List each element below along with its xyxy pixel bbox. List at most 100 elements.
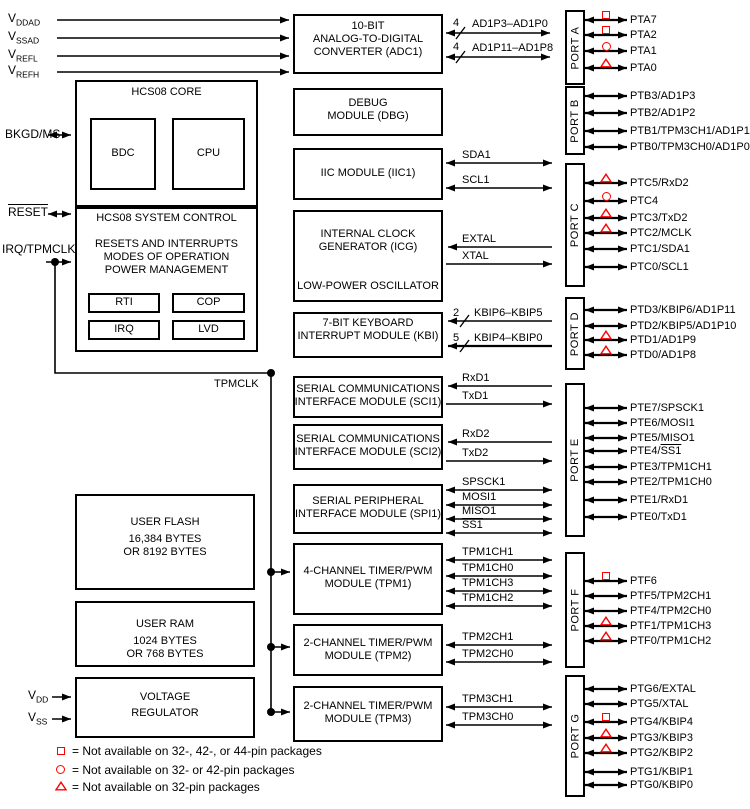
pin-label: PTD3/KBIP6/AD1P11 (630, 304, 736, 316)
triangle-icon (600, 743, 612, 753)
kbi-bus-label: KBIP4–KBIP0 (474, 332, 543, 344)
circle-icon (602, 192, 611, 201)
port-b-box: PORT B (565, 86, 585, 155)
legend-text: = Not available on 32-pin packages (72, 780, 260, 794)
reset-label: RESET (8, 205, 49, 219)
dbg-line: DEBUG (348, 97, 388, 109)
tpm3-signal-arrows (446, 703, 552, 729)
triangle-icon (600, 728, 612, 738)
circle-icon (602, 42, 611, 51)
port-e-box: PORT E (565, 383, 585, 537)
pin-label: PTA7 (630, 14, 657, 26)
pin-label: PTE2/TPM1CH0 (630, 476, 712, 488)
sci1-line: SERIAL COMMUNICATIONS (296, 383, 440, 395)
sci2-signal-arrows (446, 438, 552, 465)
adc-line: CONVERTER (ADC1) (313, 46, 423, 58)
miso1-label: MISO1 (462, 505, 497, 517)
pin-label: PTG5/XTAL (630, 698, 689, 710)
vreg-line: REGULATOR (131, 707, 199, 719)
kbi-block (293, 312, 443, 358)
sci2-line: SERIAL COMMUNICATIONS (296, 433, 440, 445)
pin-label: PTE6/MOSI1 (630, 417, 695, 429)
rxd1-label: RxD1 (462, 372, 490, 384)
adc-bus-arrows (446, 26, 550, 64)
tpm1-line: 4-CHANNEL TIMER/PWM (303, 565, 433, 577)
extal-label: EXTAL (462, 233, 497, 245)
square-icon (602, 572, 610, 580)
spi-line: INTERFACE MODULE (SPI1) (294, 508, 442, 520)
tpm2-block (293, 624, 443, 676)
triangle-icon (600, 58, 612, 68)
adc-bus-label: AD1P11–AD1P8 (472, 42, 554, 54)
icg-line: INTERNAL CLOCK (320, 228, 416, 240)
tpm2-line: 2-CHANNEL TIMER/PWM (303, 637, 433, 649)
tpm1ch3-label: TPM1CH3 (462, 577, 514, 589)
adc-line: 10-BIT (351, 20, 385, 32)
sci2-line: INTERFACE MODULE (SCI2) (294, 446, 442, 458)
triangle-icon (600, 173, 612, 183)
tpm2-line: MODULE (TPM2) (324, 650, 412, 662)
vdd-label: VDD (28, 688, 49, 705)
port-g-label: PORT G (569, 713, 581, 759)
vss-label: VSS (28, 710, 48, 727)
pin-label: PTC5/RxD2 (630, 177, 689, 189)
xtal-label: XTAL (462, 250, 489, 262)
kbi-bus-width: 2 (453, 307, 460, 319)
pin-label: PTA1 (630, 45, 657, 57)
cpu-label: CPU (196, 147, 221, 159)
pin-label: PTE4/SS1 (630, 445, 682, 457)
port-d-label: PORT D (569, 311, 582, 356)
pin-label: PTC0/SCL1 (630, 261, 689, 273)
lvd-label: LVD (198, 323, 219, 335)
pin-label: PTC4 (630, 195, 659, 207)
pin-label: PTA2 (630, 29, 657, 41)
kbi-bus-label: KBIP6–KBIP5 (474, 307, 543, 319)
pin-label: PTG1/KBIP1 (630, 766, 693, 778)
pin-label: PTF6 (630, 575, 657, 587)
pin-label: PTE5/MISO1 (630, 432, 695, 444)
rxd2-label: RxD2 (462, 428, 490, 440)
pin-label: PTF0/TPM1CH2 (630, 635, 712, 647)
vddad-sub: DDAD (16, 17, 41, 28)
irq-block (88, 320, 160, 340)
tpm3ch0-label: TPM3CH0 (462, 711, 514, 723)
adc-line: ANALOG-TO-DIGITAL (312, 33, 424, 45)
iic-signal-arrows (446, 159, 552, 192)
tpm1-line: MODULE (TPM1) (324, 578, 412, 590)
pin-label: PTE1/RxD1 (630, 494, 689, 506)
lvd-block (172, 320, 245, 340)
pin-label: PTE7/SPSCK1 (630, 402, 704, 414)
vrefh-sub: REFH (16, 69, 40, 80)
icg-line: GENERATOR (ICG) (318, 241, 418, 253)
tpm3-line: MODULE (TPM3) (324, 713, 412, 725)
kbi-line: INTERRUPT MODULE (KBI) (297, 330, 439, 342)
irq-tpmclk-label: IRQ/TPMCLK (2, 242, 76, 256)
dbg-line: MODULE (DBG) (327, 110, 409, 122)
triangle-icon (600, 631, 612, 641)
circle-icon (56, 765, 65, 774)
pin-label: PTA0 (630, 62, 657, 74)
port-b-label: PORT B (569, 98, 581, 143)
port-a-box: PORT A (565, 10, 585, 85)
triangle-icon (55, 781, 67, 791)
square-icon (602, 26, 610, 34)
txd1-label: TxD1 (462, 390, 489, 402)
system-control-title: HCS08 SYSTEM CONTROL (96, 212, 237, 224)
triangle-icon (600, 208, 612, 218)
pin-label: PTB3/AD1P3 (630, 90, 696, 102)
irq-label: IRQ (114, 323, 134, 335)
port-e-label: PORT E (569, 438, 581, 482)
spsck1-label: SPSCK1 (462, 476, 506, 488)
tpm1-signal-arrows (446, 556, 552, 610)
icg-oscillator-label: LOW-POWER OSCILLATOR (297, 280, 439, 292)
mosi1-label: MOSI1 (462, 491, 497, 503)
pin-label: PTE0/TxD1 (630, 511, 687, 523)
triangle-icon (600, 345, 612, 355)
pin-label: PTG6/EXTAL (630, 683, 696, 695)
triangle-icon (600, 616, 612, 626)
tpmclk-label: TPMCLK (214, 378, 259, 390)
regulator-arrows (52, 693, 71, 723)
bkgd-label: BKGD/MS (5, 127, 61, 141)
adc-bus-width: 4 (453, 41, 460, 53)
